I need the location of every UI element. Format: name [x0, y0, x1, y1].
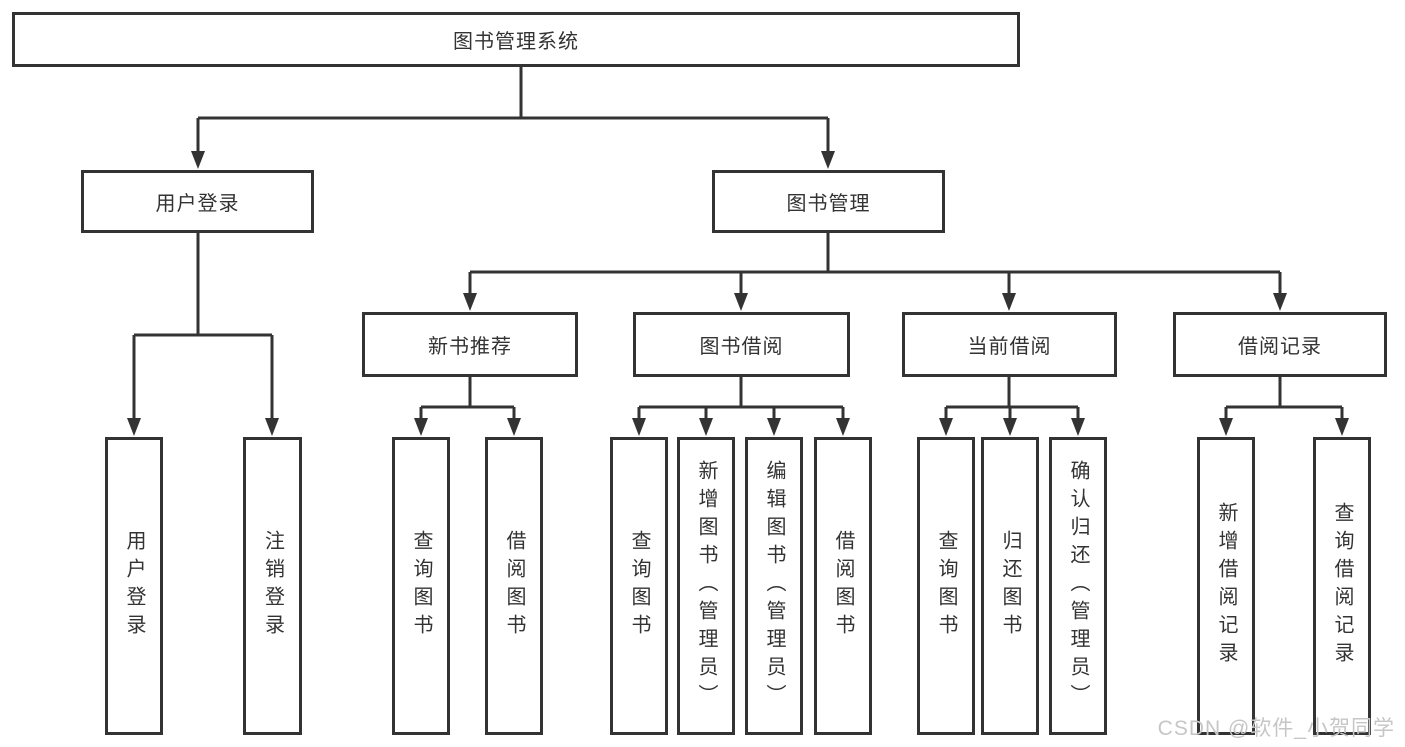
arrowhead: [836, 418, 850, 436]
arrowhead: [191, 151, 205, 169]
connector-book-borrow-children: [632, 377, 850, 436]
arrowhead: [821, 151, 835, 169]
leaf-label: 新增图书（管理员）: [695, 460, 717, 712]
node-new-book-recommend: 新书推荐: [362, 312, 578, 377]
arrowhead: [463, 293, 477, 311]
arrowhead: [939, 418, 953, 436]
arrowhead: [414, 418, 428, 436]
leaf-label: 借阅图书: [832, 530, 854, 642]
leaf-label: 归还图书: [999, 530, 1021, 642]
node-borrow-record: 借阅记录: [1173, 312, 1387, 377]
arrowhead: [1335, 418, 1349, 436]
leaf-label: 查询借阅记录: [1331, 502, 1353, 670]
node-leaf-borrow-books-recommend: 借阅图书: [485, 437, 543, 735]
connector-new-book-children: [414, 377, 521, 436]
leaf-label: 注销登录: [261, 530, 284, 642]
arrowhead: [1003, 418, 1017, 436]
node-book-borrow: 图书借阅: [633, 312, 850, 377]
node-leaf-query-books-borrow: 查询图书: [610, 437, 668, 735]
arrowhead: [127, 418, 141, 436]
connector-line: [468, 233, 1282, 294]
connector-line: [196, 67, 830, 152]
arrowhead: [1219, 418, 1233, 436]
arrowhead: [632, 418, 646, 436]
connector-root-to-level1: [191, 67, 835, 169]
node-leaf-borrow-books: 借阅图书: [814, 437, 872, 735]
arrowhead: [1273, 293, 1287, 311]
connector-line: [132, 233, 274, 419]
connector-borrow-record-children: [1219, 377, 1349, 436]
node-leaf-logout: 注销登录: [243, 437, 302, 735]
node-leaf-query-borrow-record: 查询借阅记录: [1313, 437, 1371, 735]
connector-book-mgmt-children: [463, 233, 1287, 311]
arrowhead: [507, 418, 521, 436]
node-current-borrow: 当前借阅: [902, 312, 1117, 377]
arrowhead: [1002, 293, 1016, 311]
leaf-label: 查询图书: [410, 530, 432, 642]
connector-line: [419, 377, 516, 419]
connector-line: [1224, 377, 1344, 419]
arrowhead: [1071, 418, 1085, 436]
leaf-label: 查询图书: [628, 530, 650, 642]
node-book-management: 图书管理: [712, 170, 945, 233]
connector-line: [637, 377, 845, 419]
node-leaf-user-login: 用户登录: [105, 437, 163, 735]
node-book-management-system: 图书管理系统: [12, 12, 1020, 67]
arrowhead: [767, 418, 781, 436]
leaf-label: 借阅图书: [503, 530, 525, 642]
node-leaf-edit-books-admin: 编辑图书（管理员）: [745, 437, 803, 735]
node-leaf-confirm-return-admin: 确认归还（管理员）: [1049, 437, 1107, 735]
leaf-label: 编辑图书（管理员）: [763, 460, 785, 712]
node-leaf-add-books-admin: 新增图书（管理员）: [677, 437, 735, 735]
node-leaf-query-books-current: 查询图书: [917, 437, 975, 735]
node-leaf-query-books-recommend: 查询图书: [392, 437, 450, 735]
arrowhead: [699, 418, 713, 436]
leaf-label: 查询图书: [935, 530, 957, 642]
leaf-label: 用户登录: [123, 530, 145, 642]
leaf-label: 新增借阅记录: [1215, 502, 1237, 670]
node-user-login-branch: 用户登录: [81, 170, 314, 233]
arrowhead: [734, 293, 748, 311]
csdn-watermark: CSDN @软件_小贺同学: [1157, 717, 1395, 740]
connector-current-borrow-children: [939, 377, 1085, 436]
connector-user-login-children: [127, 233, 279, 436]
leaf-label: 确认归还（管理员）: [1067, 460, 1089, 712]
arrowhead: [265, 418, 279, 436]
node-leaf-return-books: 归还图书: [981, 437, 1039, 735]
connector-line: [944, 377, 1080, 419]
node-leaf-add-borrow-record: 新增借阅记录: [1197, 437, 1255, 735]
